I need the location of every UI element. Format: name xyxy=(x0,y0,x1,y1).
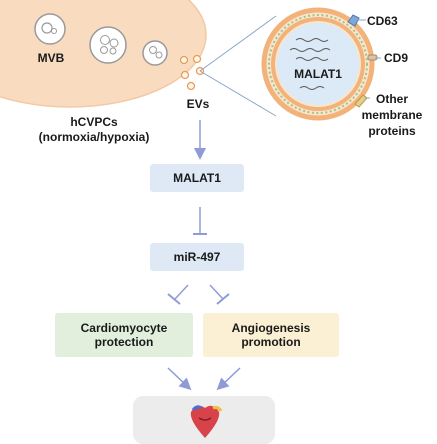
cd63-label: CD63 xyxy=(367,14,398,28)
malat1-box: MALAT1 xyxy=(150,164,244,192)
mir497-box: miR-497 xyxy=(150,243,244,271)
other-proteins-label-3: proteins xyxy=(368,124,416,138)
ev-enlarged xyxy=(261,7,375,121)
angiogenesis-promotion-box: Angiogenesis promotion xyxy=(203,313,339,357)
angio-label-line2: promotion xyxy=(241,335,301,349)
zoom-lines xyxy=(199,15,277,117)
cardio-label-line1: Cardiomyocyte xyxy=(80,321,168,335)
arrow-cardio-to-heart xyxy=(167,367,192,391)
inhibit-malat1-to-mir497 xyxy=(193,207,207,235)
ev-cargo-label: MALAT1 xyxy=(294,67,342,81)
arrow-angio-to-heart xyxy=(216,367,241,391)
mvb-label: MVB xyxy=(38,51,65,65)
cell-name-label: hCVPCs xyxy=(70,115,118,129)
heart-panel xyxy=(133,396,275,444)
mir497-box-label: miR-497 xyxy=(173,250,221,264)
inhibit-mir497-to-cardio xyxy=(167,284,189,305)
cell-condition-label: (normoxia/hypoxia) xyxy=(39,130,150,144)
malat1-box-label: MALAT1 xyxy=(173,171,221,185)
other-proteins-label-2: membrane xyxy=(362,108,423,122)
cd9-label: CD9 xyxy=(384,51,408,65)
heart-icon xyxy=(190,405,223,438)
cd63-protein-icon xyxy=(347,14,360,27)
ev-label: EVs xyxy=(187,97,210,111)
budding-vesicle xyxy=(142,40,168,66)
other-proteins-label-1: Other xyxy=(376,92,408,106)
mvb-vesicle xyxy=(89,26,127,64)
angio-label-line1: Angiogenesis xyxy=(231,321,311,335)
cardio-label-line2: protection xyxy=(94,335,154,349)
mvb-vesicle-small xyxy=(34,13,66,45)
cardiomyocyte-protection-box: Cardiomyocyte protection xyxy=(55,313,193,357)
inhibit-mir497-to-angio xyxy=(209,284,230,305)
